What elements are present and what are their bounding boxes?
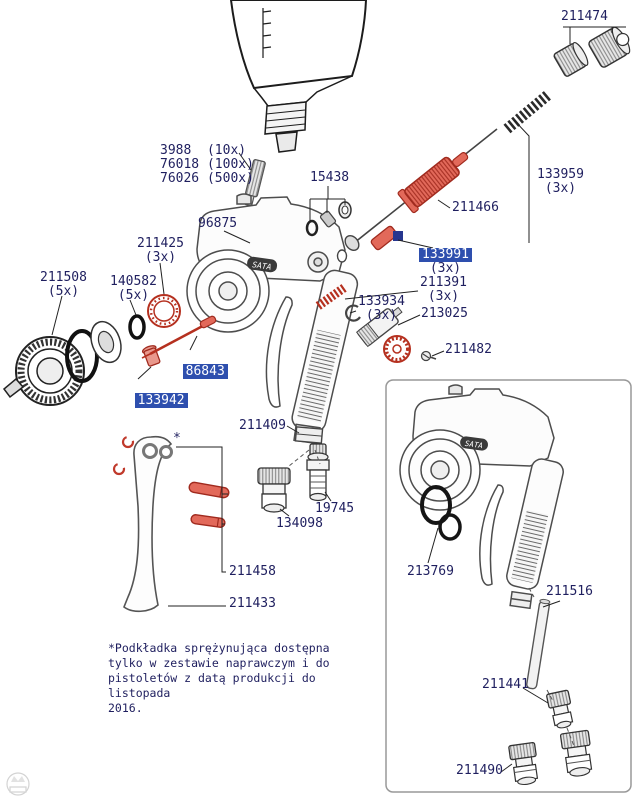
assembly-axis-dashed-lines — [288, 449, 575, 747]
part-spring-133959 — [503, 89, 553, 134]
part-o-ring-large — [65, 329, 99, 383]
part-fitting-134098 — [257, 467, 291, 513]
part-label-211441: 211441 — [482, 677, 529, 692]
part-number-highlighted[interactable]: 86843 — [182, 364, 228, 379]
part-qty: (3x) — [429, 261, 462, 276]
part-qty: (5x) — [117, 288, 150, 303]
part-label-211409: 211409 — [239, 418, 286, 433]
part-label-133991: 133991 (3x) — [419, 248, 472, 276]
leader-lines — [51, 26, 626, 773]
part-label-3988-group: 3988 (10x) 76018 (100x) 76026 (500x) — [160, 144, 254, 186]
part-label-211458: 211458 — [229, 564, 276, 579]
spray-gun-body-main: SATA — [186, 193, 359, 445]
part-screw-small — [420, 350, 437, 362]
paint-cup — [229, 0, 368, 153]
part-e-clip-1 — [121, 435, 135, 449]
part-qty: (3x) — [144, 250, 177, 265]
part-spring-211391 — [315, 284, 347, 310]
part-label-15438: 15438 — [310, 170, 350, 185]
parts-15438-set — [305, 201, 352, 237]
part-fitting-211441 — [546, 689, 574, 729]
part-tube-211516 — [526, 598, 551, 690]
needle-assembly — [336, 128, 498, 263]
brand-logo-text-2: SATA — [464, 439, 483, 450]
part-e-clip-2 — [112, 462, 126, 476]
air-cap-horn — [2, 377, 25, 399]
asterisk-marker: * — [173, 431, 181, 446]
part-number: 211391 — [420, 275, 467, 290]
part-number: 76026 (500x) — [160, 171, 254, 186]
part-label-213025: 213025 — [421, 306, 468, 321]
parts-213769-o-rings — [420, 485, 462, 541]
part-label-211433: 211433 — [229, 596, 276, 611]
gun2-fluid-inlet — [509, 590, 533, 610]
part-ring-140582 — [128, 314, 146, 340]
part-piston-133991 — [370, 225, 398, 251]
part-label-96875: 96875 — [198, 216, 238, 231]
part-fitting-19745 — [306, 443, 330, 502]
part-pin-short — [190, 514, 226, 528]
part-piston-211466 — [397, 152, 469, 214]
part-label-134098: 134098 — [276, 516, 323, 531]
part-label-213769: 213769 — [407, 564, 454, 579]
part-label-211482: 211482 — [445, 342, 492, 357]
part-label-140582: 140582 (5x) — [110, 275, 157, 303]
watermark-logo — [6, 772, 30, 796]
part-label-211516: 211516 — [546, 584, 593, 599]
part-seal-square — [393, 231, 403, 241]
part-label-133942: 133942 — [119, 380, 188, 408]
part-label-133934: 133934 (3x) — [358, 295, 405, 323]
part-number: 211508 — [40, 270, 87, 285]
part-qty: (5x) — [47, 284, 80, 299]
brand-logo-patch-2: SATA — [460, 436, 488, 451]
part-label-133959: 133959 (3x) — [537, 168, 584, 196]
part-nozzle-cap — [90, 320, 122, 364]
part-number: 133959 — [537, 167, 584, 182]
part-pin-long — [188, 481, 230, 499]
gun-handle — [291, 269, 359, 433]
part-needle-86843 — [141, 315, 217, 359]
part-label-19745: 19745 — [315, 501, 355, 516]
part-circlip-133934 — [345, 304, 361, 322]
part-qty: (3x) — [544, 181, 577, 196]
parts-211490-fittings — [508, 729, 593, 786]
part-label-211508: 211508 (5x) — [40, 271, 87, 299]
brand-logo-text: SATA — [252, 260, 273, 272]
part-number-highlighted[interactable]: 133991 — [419, 248, 472, 262]
spray-gun-body-inset: SATA — [399, 384, 564, 610]
part-number-highlighted[interactable]: 133942 — [134, 393, 188, 408]
part-number: 3988 (10x) — [160, 143, 247, 158]
part-knob-211482 — [383, 335, 411, 363]
part-qty: (3x) — [365, 308, 398, 323]
part-number: 133934 — [358, 294, 405, 309]
part-label-211490: 211490 — [456, 763, 503, 778]
gun-top-screw — [236, 193, 252, 205]
part-label-86843: 86843 — [167, 351, 228, 379]
footnote-text: *Podkładka sprężynująca dostępna tylko w… — [108, 641, 330, 715]
gun2-handle — [506, 458, 564, 590]
part-qty: (3x) — [427, 289, 460, 304]
part-label-211466: 211466 — [452, 200, 499, 215]
parts-211474-nuts — [553, 26, 631, 77]
part-label-211391: 211391 (3x) — [420, 276, 467, 304]
part-trigger-blade — [123, 435, 173, 613]
brand-logo-patch: SATA — [247, 256, 278, 273]
part-number: 76018 (100x) — [160, 157, 254, 172]
gun-trigger-installed — [265, 296, 293, 408]
trigger-hole — [142, 443, 158, 459]
part-wedge-211409 — [294, 426, 324, 444]
trigger-washer — [159, 445, 173, 459]
part-seal-211425 — [147, 294, 181, 328]
part-number: 211425 — [137, 236, 184, 251]
trigger-assembly — [112, 435, 230, 613]
part-number: 140582 — [110, 274, 157, 289]
part-label-211425: 211425 (3x) — [137, 237, 184, 265]
part-fluid-tip-133942 — [141, 345, 161, 367]
part-micrometer-213025 — [355, 306, 403, 348]
part-label-211474: 211474 — [561, 9, 608, 24]
cup-scale-marks — [262, 8, 272, 58]
